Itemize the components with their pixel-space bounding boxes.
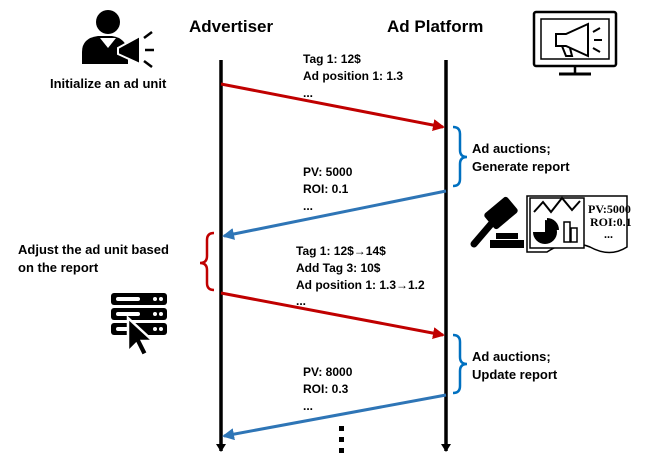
svg-text:ROI:0.1: ROI:0.1: [590, 215, 632, 229]
message-1-label: Tag 1: 12$ Ad position 1: 1.3 ...: [303, 52, 403, 100]
continuation-dots: [339, 426, 344, 453]
initialize-note: Initialize an ad unit: [50, 76, 167, 91]
svg-text:...: ...: [296, 294, 306, 308]
server-cursor-icon: [111, 293, 167, 358]
svg-text:ROI: 0.1: ROI: 0.1: [303, 182, 349, 196]
response-arrow-1: [222, 189, 447, 240]
message-2-label: PV: 5000 ROI: 0.1 ...: [303, 165, 353, 213]
report-chart-icon: PV:5000 ROI:0.1 ...: [526, 195, 632, 254]
auction-note-1-line1: Ad auctions;: [472, 141, 551, 156]
svg-text:ROI: 0.3: ROI: 0.3: [303, 382, 349, 396]
message-3-label: Tag 1: 12$→14$ Add Tag 3: 10$ Ad positio…: [296, 244, 425, 308]
platform-header: Ad Platform: [387, 17, 483, 36]
svg-text:PV: 8000: PV: 8000: [303, 365, 353, 379]
svg-text:PV: 5000: PV: 5000: [303, 165, 353, 179]
auction-note-2-line1: Ad auctions;: [472, 349, 551, 364]
svg-text:Tag 1: 12$: Tag 1: 12$: [303, 52, 361, 66]
svg-text:...: ...: [303, 199, 313, 213]
svg-text:Add Tag 3: 10$: Add Tag 3: 10$: [296, 261, 381, 275]
advertiser-brace: [199, 231, 215, 292]
auction-note-1-line2: Generate report: [472, 159, 570, 174]
svg-text:PV:5000: PV:5000: [588, 202, 631, 216]
adjust-note-line1: Adjust the ad unit based: [18, 242, 169, 257]
svg-text:...: ...: [303, 86, 313, 100]
person-megaphone-icon: [82, 10, 154, 68]
svg-text:...: ...: [303, 399, 313, 413]
monitor-megaphone-icon: [532, 10, 618, 76]
request-arrow-2: [220, 291, 445, 340]
svg-text:Ad position 1: 1.3→1.2: Ad position 1: 1.3→1.2: [296, 278, 425, 292]
auction-note-2-line2: Update report: [472, 367, 558, 382]
advertiser-header: Advertiser: [189, 17, 273, 36]
svg-text:Tag 1: 12$→14$: Tag 1: 12$→14$: [296, 244, 386, 258]
request-arrow-1: [220, 82, 445, 131]
platform-brace-1: [452, 125, 468, 188]
svg-text:Ad position 1: 1.3: Ad position 1: 1.3: [303, 69, 403, 83]
message-4-label: PV: 8000 ROI: 0.3 ...: [303, 365, 353, 413]
svg-text:...: ...: [604, 227, 613, 241]
adjust-note-line2: on the report: [18, 260, 99, 275]
response-arrow-2: [222, 393, 447, 441]
gavel-icon: [470, 196, 524, 248]
platform-brace-2: [452, 333, 468, 395]
